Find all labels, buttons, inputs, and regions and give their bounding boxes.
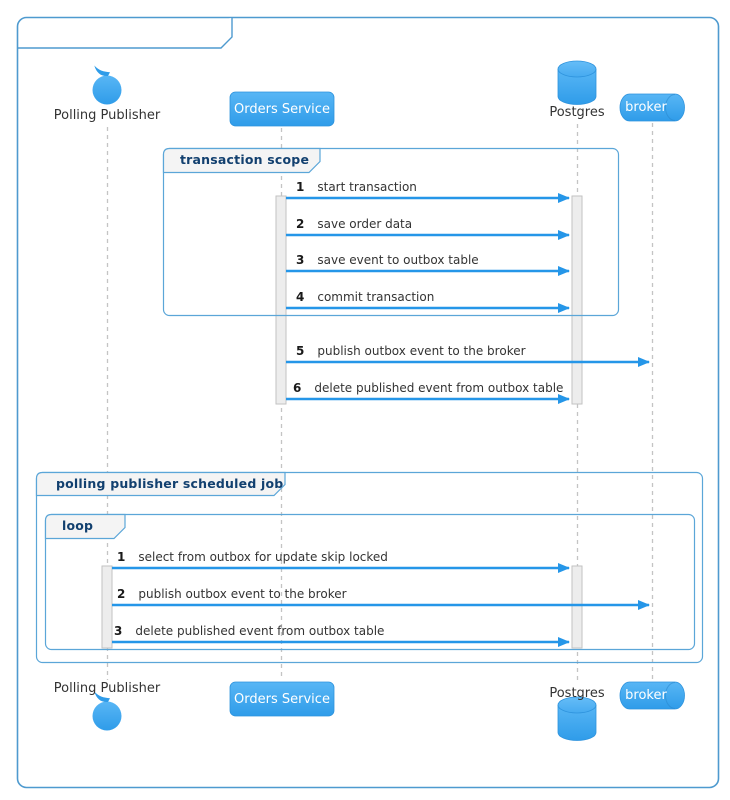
- queue-icon: [619, 93, 685, 122]
- activation-bar-polling-publisher: [101, 565, 113, 649]
- activation-bars: [101, 195, 583, 649]
- message-main-1: 1 start transaction: [296, 180, 417, 194]
- participant-label-orders-service-top: Orders Service: [234, 101, 330, 117]
- database-icon: [557, 60, 597, 105]
- frame-label-loop: loop: [62, 518, 94, 533]
- participant-label-postgres-bottom: Postgres: [549, 686, 605, 701]
- participant-box-orders-service-bottom: [229, 681, 335, 717]
- participant-label-orders-service-bottom: Orders Service: [234, 691, 330, 707]
- message-text: publish outbox event to the broker: [138, 587, 347, 601]
- database-icon-bottom: [557, 696, 597, 741]
- message-text: save order data: [317, 217, 413, 231]
- message-number: 3: [114, 624, 123, 638]
- participant-label-broker-bottom: broker: [625, 688, 667, 703]
- message-number: 4: [296, 290, 305, 304]
- message-text: delete published event from outbox table: [135, 624, 385, 638]
- message-main-5: 5 publish outbox event to the broker: [296, 344, 526, 358]
- message-loop-3: 3 delete published event from outbox tabl…: [114, 624, 384, 638]
- frame-label-transaction-scope: transaction scope: [180, 152, 310, 167]
- message-number: 3: [296, 253, 305, 267]
- message-text: start transaction: [317, 180, 417, 194]
- message-main-3: 3 save event to outbox table: [296, 253, 479, 267]
- message-number: 2: [117, 587, 126, 601]
- participant-label-postgres-top: Postgres: [549, 105, 605, 120]
- participant-label-broker-top: broker: [625, 100, 667, 115]
- frame-label-scheduled-job: polling publisher scheduled job: [56, 476, 284, 491]
- message-number: 1: [296, 180, 305, 194]
- message-main-2: 2 save order data: [296, 217, 412, 231]
- queue-icon-bottom: [619, 681, 685, 710]
- message-number: 1: [117, 550, 126, 564]
- activation-bar-orders-service: [275, 195, 287, 405]
- control-icon-bottom: [92, 691, 122, 731]
- message-number: 6: [293, 381, 302, 395]
- frame-tab: [44, 513, 126, 540]
- message-number: 5: [296, 344, 305, 358]
- message-number: 2: [296, 217, 305, 231]
- frame-loop: [44, 513, 696, 651]
- frame-scheduled-job: [35, 471, 704, 664]
- frame-tab: [35, 471, 286, 497]
- outer-frame: [16, 16, 720, 789]
- message-text: select from outbox for update skip locke…: [138, 550, 388, 564]
- message-text: save event to outbox table: [317, 253, 479, 267]
- participant-box-orders-service-top: [229, 91, 335, 127]
- message-text: publish outbox event to the broker: [317, 344, 526, 358]
- activation-bar-postgres-loop: [571, 565, 583, 649]
- activation-bar-postgres-main: [571, 195, 583, 405]
- control-icon: [92, 65, 122, 105]
- participant-label-polling-publisher-top: Polling Publisher: [53, 108, 161, 123]
- message-text: commit transaction: [317, 290, 435, 304]
- participant-label-polling-publisher-bottom: Polling Publisher: [53, 681, 161, 696]
- message-main-6: 6 delete published event from outbox tabl…: [293, 381, 563, 395]
- outer-frame-tab: [17, 18, 233, 49]
- message-loop-1: 1 select from outbox for update skip lock…: [117, 550, 388, 564]
- message-main-4: 4 commit transaction: [296, 290, 434, 304]
- message-arrows: [112, 193, 650, 647]
- message-text: delete published event from outbox table: [314, 381, 564, 395]
- frame-transaction-scope: [162, 147, 620, 317]
- message-loop-2: 2 publish outbox event to the broker: [117, 587, 347, 601]
- frame-tab: [162, 147, 321, 174]
